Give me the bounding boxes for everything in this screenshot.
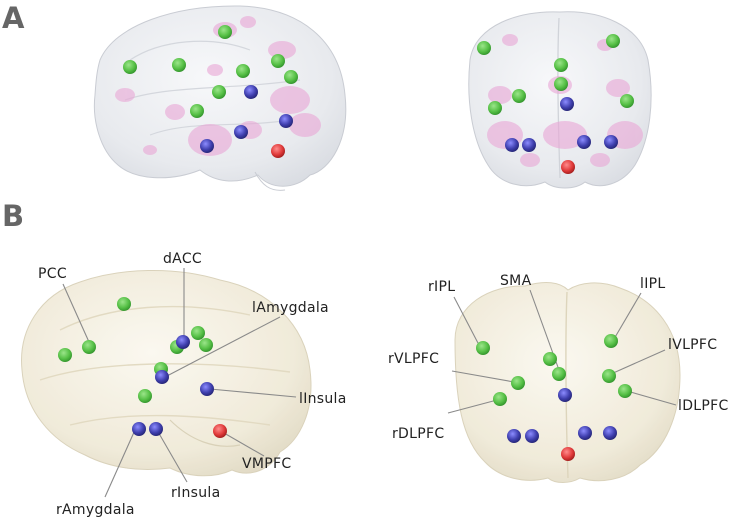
node-green xyxy=(271,54,285,68)
panel-letter-a: A xyxy=(2,1,25,35)
node-green xyxy=(511,376,525,390)
node-blue xyxy=(604,135,618,149)
activation-clusters-a-frontal xyxy=(487,34,643,167)
region-labels: PCC dACC lAmygdala lInsula VMPFC rInsula… xyxy=(38,251,729,518)
node-green xyxy=(512,89,526,103)
label-lamygdala: lAmygdala xyxy=(252,300,329,316)
node-green xyxy=(476,341,490,355)
node-red xyxy=(271,144,285,158)
node-green xyxy=(190,104,204,118)
node-green xyxy=(488,101,502,115)
node-blue xyxy=(525,429,539,443)
node-green xyxy=(138,389,152,403)
label-rinsula: rInsula xyxy=(171,485,221,501)
node-green xyxy=(284,70,298,84)
node-blue xyxy=(522,138,536,152)
node-blue xyxy=(505,138,519,152)
node-blue xyxy=(149,422,163,436)
label-ldlpfc: lDLPFC xyxy=(678,398,729,414)
node-blue xyxy=(603,426,617,440)
node-green xyxy=(604,334,618,348)
node-blue xyxy=(279,114,293,128)
label-vmpfc: VMPFC xyxy=(242,456,291,472)
node-green xyxy=(172,58,186,72)
node-green xyxy=(58,348,72,362)
node-blue xyxy=(176,335,190,349)
node-green xyxy=(554,58,568,72)
node-blue xyxy=(558,388,572,402)
node-green xyxy=(123,60,137,74)
node-green xyxy=(543,352,557,366)
node-red xyxy=(561,447,575,461)
label-dacc: dACC xyxy=(163,251,202,267)
node-green xyxy=(82,340,96,354)
label-sma: SMA xyxy=(500,273,532,289)
activation-clusters-a-lateral xyxy=(115,16,321,156)
node-green xyxy=(212,85,226,99)
label-pcc: PCC xyxy=(38,266,67,282)
node-green xyxy=(477,41,491,55)
node-green xyxy=(218,25,232,39)
node-green xyxy=(117,297,131,311)
node-blue xyxy=(560,97,574,111)
node-blue xyxy=(244,85,258,99)
label-ramygdala: rAmygdala xyxy=(56,502,135,518)
node-blue xyxy=(578,426,592,440)
node-green xyxy=(606,34,620,48)
node-blue xyxy=(577,135,591,149)
node-red xyxy=(561,160,575,174)
node-green xyxy=(199,338,213,352)
label-lipl: lIPL xyxy=(640,276,665,292)
node-green xyxy=(552,367,566,381)
node-green xyxy=(236,64,250,78)
label-rdlpfc: rDLPFC xyxy=(392,426,444,442)
node-green xyxy=(620,94,634,108)
label-lvlpfc: lVLPFC xyxy=(668,337,717,353)
node-green xyxy=(618,384,632,398)
nodes-b xyxy=(58,297,632,461)
node-green xyxy=(191,326,205,340)
panel-letter-b: B xyxy=(2,199,24,233)
node-red xyxy=(213,424,227,438)
node-green xyxy=(493,392,507,406)
node-blue xyxy=(155,370,169,384)
label-rvlpfc: rVLPFC xyxy=(388,351,439,367)
node-blue xyxy=(200,382,214,396)
node-green xyxy=(554,77,568,91)
nodes-a xyxy=(123,25,634,174)
label-ripl: rIPL xyxy=(428,279,455,295)
node-green xyxy=(602,369,616,383)
node-blue xyxy=(132,422,146,436)
leader-lines xyxy=(62,268,677,498)
node-blue xyxy=(507,429,521,443)
node-blue xyxy=(200,139,214,153)
label-linsula: lInsula xyxy=(299,391,347,407)
node-blue xyxy=(234,125,248,139)
